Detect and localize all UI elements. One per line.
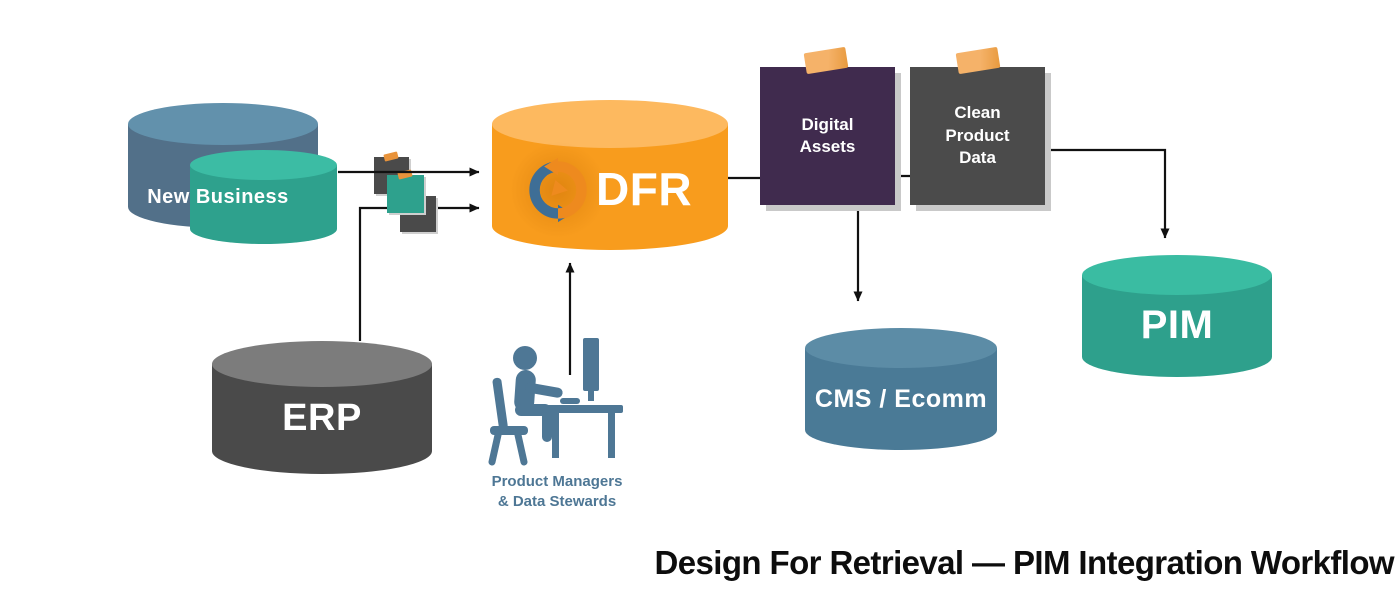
clean-product-data-label: Clean Product Data [945,103,1010,168]
sticky-square-teal [387,175,424,213]
node-new-business: New Business [128,103,340,245]
node-digital-assets: Digital Assets [760,67,895,205]
cms-ecomm-label: CMS / Ecomm [814,385,988,413]
digital-assets-label: Digital Assets [799,114,856,156]
sync-arrows-icon [529,157,587,223]
node-erp: ERP [212,341,432,474]
dfr-label: DFR [596,163,693,215]
product-managers-label-line2: & Data Stewards [497,493,617,510]
node-product-managers [482,336,632,468]
product-managers-label: Product Managers & Data Stewards [467,472,647,512]
person-at-desk-icon [488,338,623,466]
node-clean-product-data: Clean Product Data [910,67,1045,205]
new-business-front-cylinder [190,150,337,244]
diagram-title: Design For Retrieval — PIM Integration W… [654,544,1395,581]
pim-label: PIM [1140,303,1214,347]
new-business-label: New Business [147,186,289,208]
node-pim: PIM [1082,255,1272,377]
product-managers-label-line1: Product Managers [491,473,623,490]
node-cms-ecomm: CMS / Ecomm [805,328,997,450]
node-dfr: DFR [492,100,728,250]
edge-clean-product-data-to-pim [1045,148,1170,239]
erp-label: ERP [282,397,362,439]
sticky-squares-icon [374,150,440,236]
